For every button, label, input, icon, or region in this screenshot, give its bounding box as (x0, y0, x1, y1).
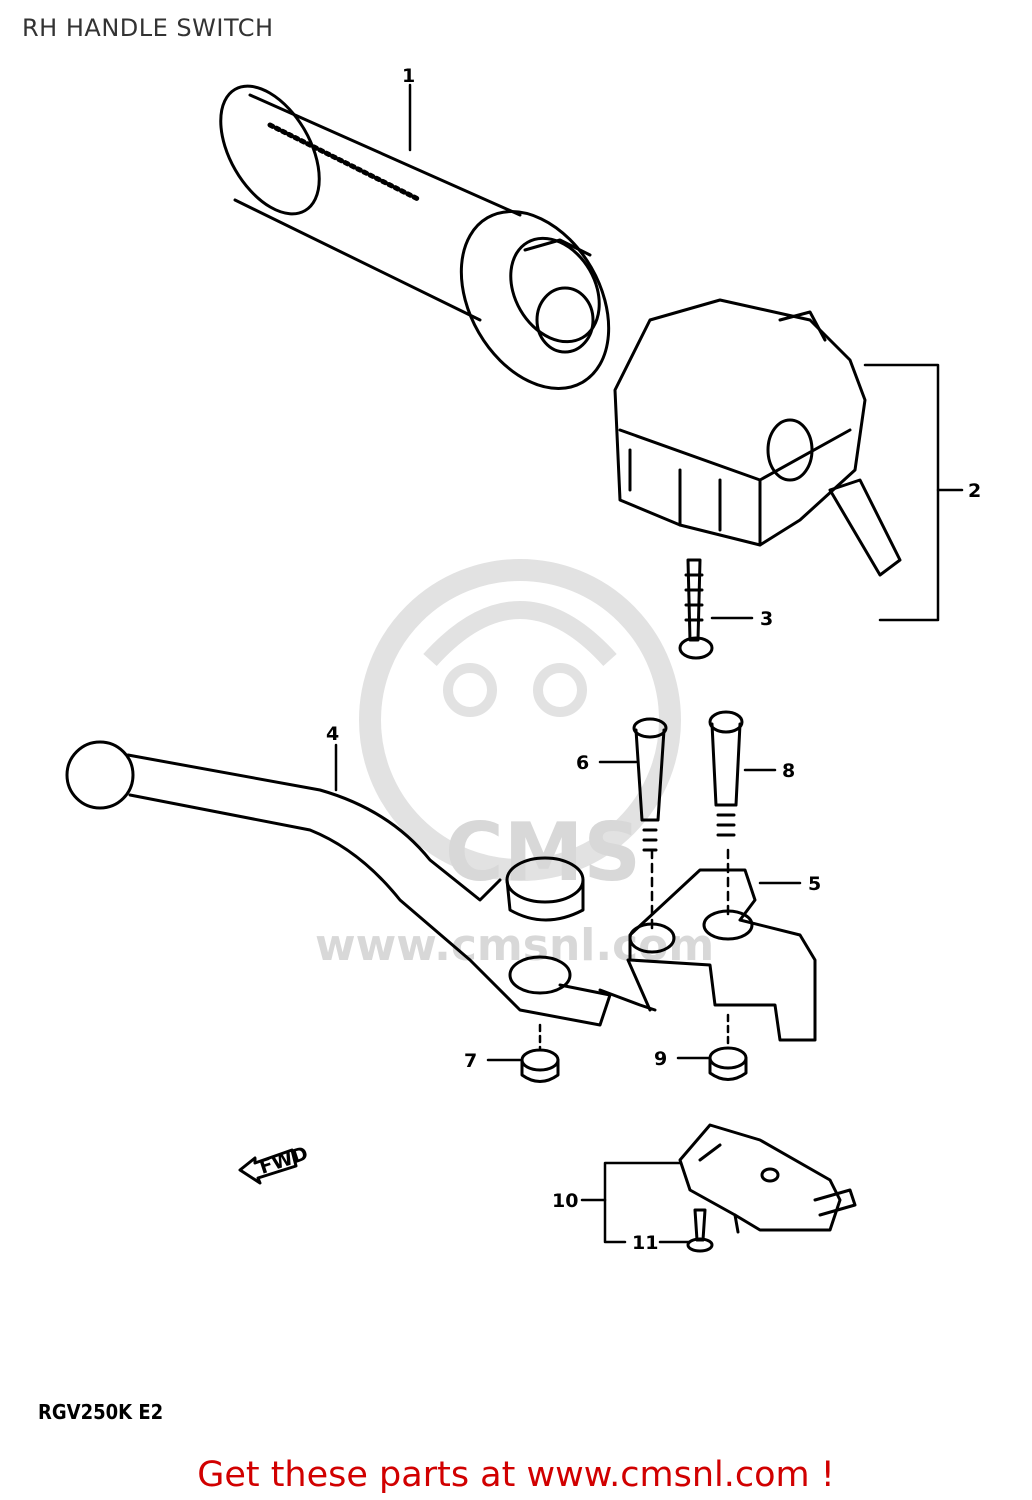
label-part-6: 6 (576, 752, 589, 774)
label-part-1: 1 (402, 65, 415, 87)
fwd-label: FWD (257, 1142, 311, 1178)
model-code: RGV250K E2 (38, 1400, 164, 1424)
diagram-title: RH HANDLE SWITCH (22, 14, 274, 42)
part-labels: 1 2 3 4 5 6 7 8 9 10 11 FWD (257, 65, 981, 1254)
brake-light-switch (678, 1123, 857, 1234)
label-part-8: 8 (782, 760, 795, 782)
label-part-4: 4 (326, 723, 339, 745)
forward-arrow-icon (238, 1148, 298, 1185)
label-part-2: 2 (968, 480, 981, 502)
switch-screw (686, 1208, 714, 1253)
label-part-7: 7 (464, 1050, 477, 1072)
label-part-10: 10 (552, 1190, 578, 1212)
leader-lines (334, 83, 964, 1244)
throttle-grip (219, 84, 611, 390)
call-to-action[interactable]: Get these parts at www.cmsnl.com ! (197, 1455, 835, 1495)
lever-nut (520, 1048, 560, 1083)
pivot-bolt-short (632, 717, 668, 852)
housing-screw (678, 558, 714, 660)
watermark-logo: CMS (445, 806, 641, 899)
label-part-5: 5 (808, 873, 821, 895)
pivot-bolt-long (708, 710, 744, 837)
label-part-11: 11 (632, 1232, 658, 1254)
label-part-9: 9 (654, 1048, 667, 1070)
brake-lever (65, 740, 657, 1027)
label-part-3: 3 (760, 608, 773, 630)
switch-housing (613, 298, 902, 577)
holder-nut (708, 1046, 748, 1081)
